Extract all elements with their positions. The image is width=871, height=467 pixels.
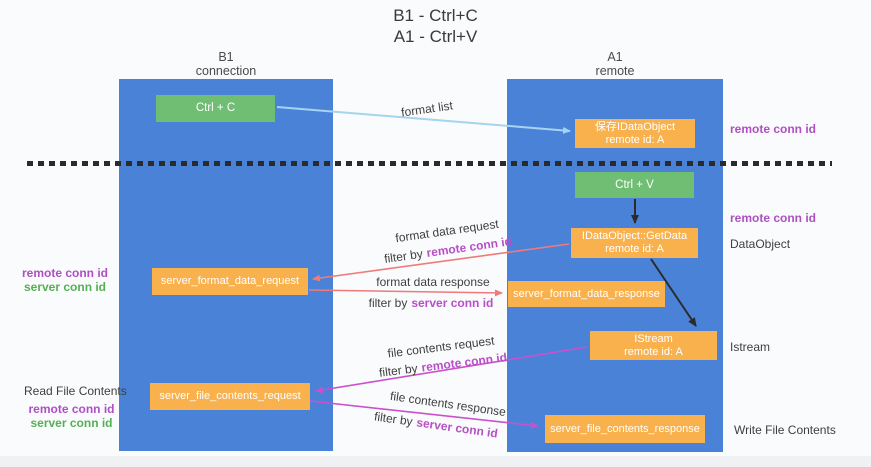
annotation-read-file-contents: Read File Contents [24,384,127,398]
filter-val-server-2: server conn id [415,415,499,441]
box-idataobject-getdata-line1: IDataObject::GetData [581,230,688,242]
annotation-dataobject: DataObject [730,237,791,251]
annotation-write-file-contents: Write File Contents [734,423,836,437]
box-ctrl-c: Ctrl + C [156,95,275,122]
box-server-file-contents-request-label: server_file_contents_request [159,390,301,402]
column-a1-name: A1 [607,50,623,64]
annotation-remote-conn-id-left2: remote conn id [28,402,115,416]
annotation-remote-conn-id-top: remote conn id [730,122,817,136]
box-save-idataobject-line2: remote id: A [605,133,665,146]
filter-by-text-2: filter by [368,296,408,310]
box-server-format-data-response: server_format_data_response [508,281,665,307]
box-server-format-data-response-label: server_format_data_response [513,287,660,300]
box-server-file-contents-response: server_file_contents_response [545,415,705,443]
filter-by-text-4: filter by [373,409,414,429]
phase-separator-dashed-line [27,161,832,166]
annotation-server-conn-id-left2: server conn id [30,416,113,430]
bottom-band [0,456,871,467]
filter-by-text-1: filter by [383,246,424,266]
box-ctrl-c-label: Ctrl + C [195,102,236,114]
box-idataobject-getdata: IDataObject::GetData remote id: A [571,228,698,258]
annotation-server-conn-id-left1: server conn id [23,280,107,294]
diagram-title-line1: B1 - Ctrl+C [393,6,478,25]
box-ctrl-v-label: Ctrl + V [615,178,654,191]
annotation-remote-conn-id-mid: remote conn id [730,211,817,225]
annotation-istream: Istream [730,340,771,354]
diagram-title-line2: A1 - Ctrl+V [393,27,478,46]
box-server-file-contents-response-label: server_file_contents_response [550,422,700,435]
label-format-list: format list [400,98,454,120]
box-ctrl-v: Ctrl + V [575,172,694,198]
box-save-idataobject-line1: 保存IDataObject [594,120,676,133]
box-idataobject-getdata-line2: remote id: A [605,243,664,255]
box-server-format-data-request: server_format_data_request [152,268,308,295]
box-istream-line2: remote id: A [624,345,683,358]
column-a1-role: remote [595,64,635,78]
arrow-format-data-response [308,289,503,297]
filter-val-server-1: server conn id [411,296,494,310]
box-istream: IStream remote id: A [590,331,717,360]
box-server-file-contents-request: server_file_contents_request [150,383,310,410]
annotation-remote-conn-id-left1: remote conn id [21,266,108,280]
label-format-data-response: format data response [376,275,490,289]
box-save-idataobject: 保存IDataObject remote id: A [575,119,695,148]
column-b1-role: connection [195,64,257,78]
column-b1-name: B1 [218,50,234,64]
box-istream-line1: IStream [634,332,673,345]
box-server-format-data-request-label: server_format_data_request [160,275,300,287]
filter-by-text-3: filter by [378,361,419,380]
